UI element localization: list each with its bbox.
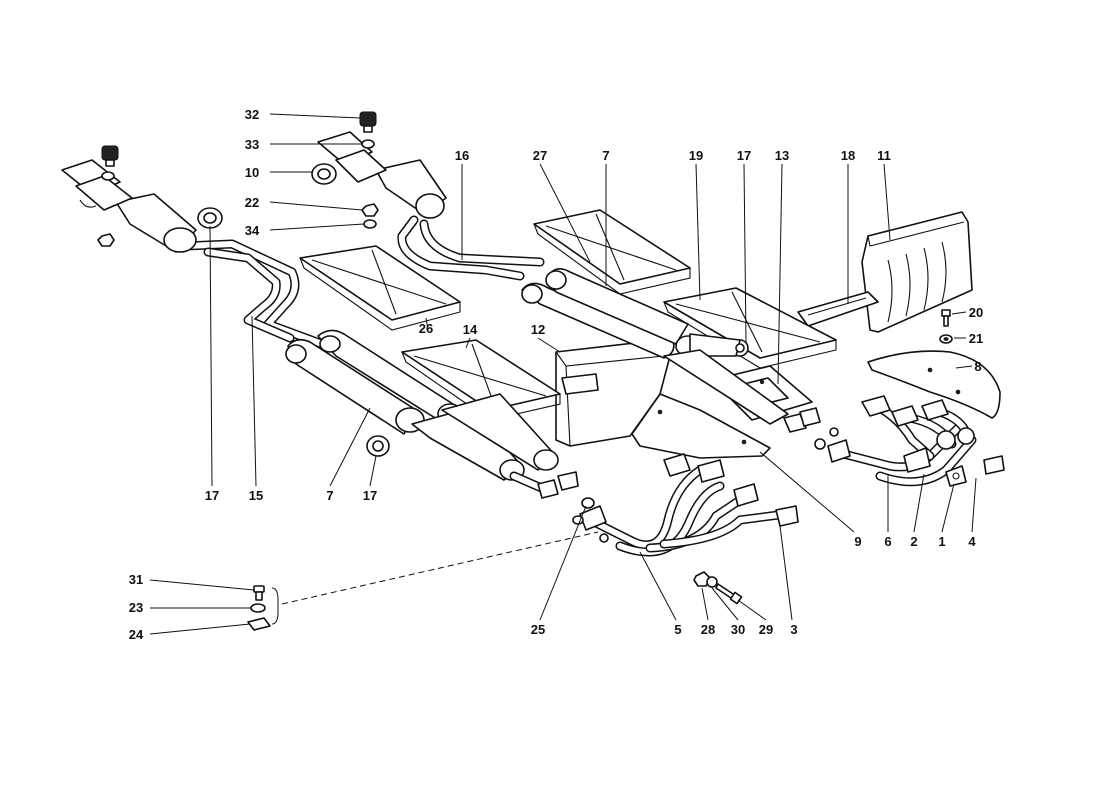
callout-16: 16 <box>455 148 469 163</box>
rear-muffler-left <box>61 159 197 253</box>
heat-shield-11 <box>861 211 973 333</box>
callout-28: 28 <box>701 622 715 637</box>
callout-6: 6 <box>884 534 891 549</box>
callout-23: 23 <box>129 600 143 615</box>
nut-22 <box>361 203 379 217</box>
callout-2: 2 <box>910 534 917 549</box>
support-strip-18 <box>797 291 879 327</box>
manifold-left <box>579 453 799 557</box>
washer-21 <box>939 334 953 344</box>
callout-17-mid: 17 <box>363 488 377 503</box>
callout-33: 33 <box>245 137 259 152</box>
clip-nut-24 <box>247 617 271 631</box>
callout-11: 11 <box>877 148 891 163</box>
washer-23 <box>250 603 266 613</box>
callout-29: 29 <box>759 622 773 637</box>
fastener-bracket <box>271 587 279 625</box>
callout-4: 4 <box>968 534 976 549</box>
seal-ring-10 <box>311 163 337 185</box>
callout-5: 5 <box>674 622 681 637</box>
washer-34 <box>97 219 377 247</box>
callout-27: 27 <box>533 148 547 163</box>
screw-20 <box>941 309 951 327</box>
callout-12: 12 <box>531 322 545 337</box>
seal-ring-17 <box>197 207 745 457</box>
muffler-7-left-lower <box>285 338 425 435</box>
callout-18: 18 <box>841 148 855 163</box>
bracket-plate-26 <box>299 245 461 331</box>
callout-1: 1 <box>938 534 945 549</box>
bolt-29 <box>715 583 743 605</box>
callout-8: 8 <box>974 359 981 374</box>
washer-30 <box>706 576 718 588</box>
catalyst-7-upper <box>521 268 749 359</box>
nut-28 <box>693 571 711 587</box>
callout-26: 26 <box>419 321 433 336</box>
callout-34: 34 <box>245 223 260 238</box>
callout-13: 13 <box>775 148 789 163</box>
callout-17-top: 17 <box>737 148 751 163</box>
callout-21: 21 <box>969 331 983 346</box>
dashed-assembly-line <box>281 531 599 605</box>
gasket-25 <box>572 497 595 525</box>
rear-muffler-right <box>317 131 447 219</box>
manifold-right <box>814 395 1005 487</box>
callout-7-bottom: 7 <box>326 488 333 503</box>
callout-30: 30 <box>731 622 745 637</box>
callout-31: 31 <box>129 572 143 587</box>
catalyst-right-lower <box>663 349 821 433</box>
rubber-mount-32 <box>101 111 377 167</box>
heat-shield-8 <box>867 350 1001 419</box>
callout-15: 15 <box>249 488 263 503</box>
heat-shield-9 <box>631 393 771 459</box>
pipe-16 <box>397 215 545 281</box>
callout-22: 22 <box>245 195 259 210</box>
leader-lines <box>149 113 977 635</box>
callout-7-top: 7 <box>602 148 609 163</box>
silencer-left-front <box>411 393 579 499</box>
callout-10: 10 <box>245 165 259 180</box>
callout-17-left: 17 <box>205 488 219 503</box>
callout-9: 9 <box>854 534 861 549</box>
callout-20: 20 <box>969 305 983 320</box>
callout-3: 3 <box>790 622 797 637</box>
callout-19: 19 <box>689 148 703 163</box>
washer-33 <box>101 139 375 181</box>
gasket-1 <box>945 465 967 487</box>
callout-14: 14 <box>463 322 478 337</box>
callout-labels: 32 33 10 22 34 16 27 7 19 17 13 18 11 20… <box>129 107 983 642</box>
screw-31 <box>253 585 265 601</box>
pipe-15 <box>181 239 327 349</box>
callout-24: 24 <box>129 627 144 642</box>
callout-32: 32 <box>245 107 259 122</box>
callout-25: 25 <box>531 622 545 637</box>
